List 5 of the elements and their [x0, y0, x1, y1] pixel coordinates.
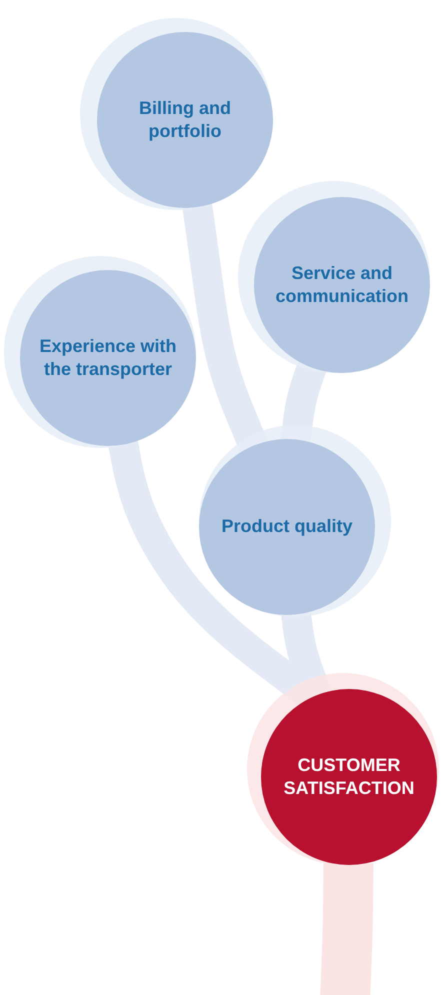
circle-label: Experience with the transporter	[38, 334, 178, 381]
circle-label: Billing and portfolio	[138, 96, 232, 143]
circle-label: CUSTOMER SATISFACTION	[282, 754, 416, 800]
circle-label: Service and communication	[274, 262, 410, 308]
circle-label: Product quality	[220, 515, 354, 538]
